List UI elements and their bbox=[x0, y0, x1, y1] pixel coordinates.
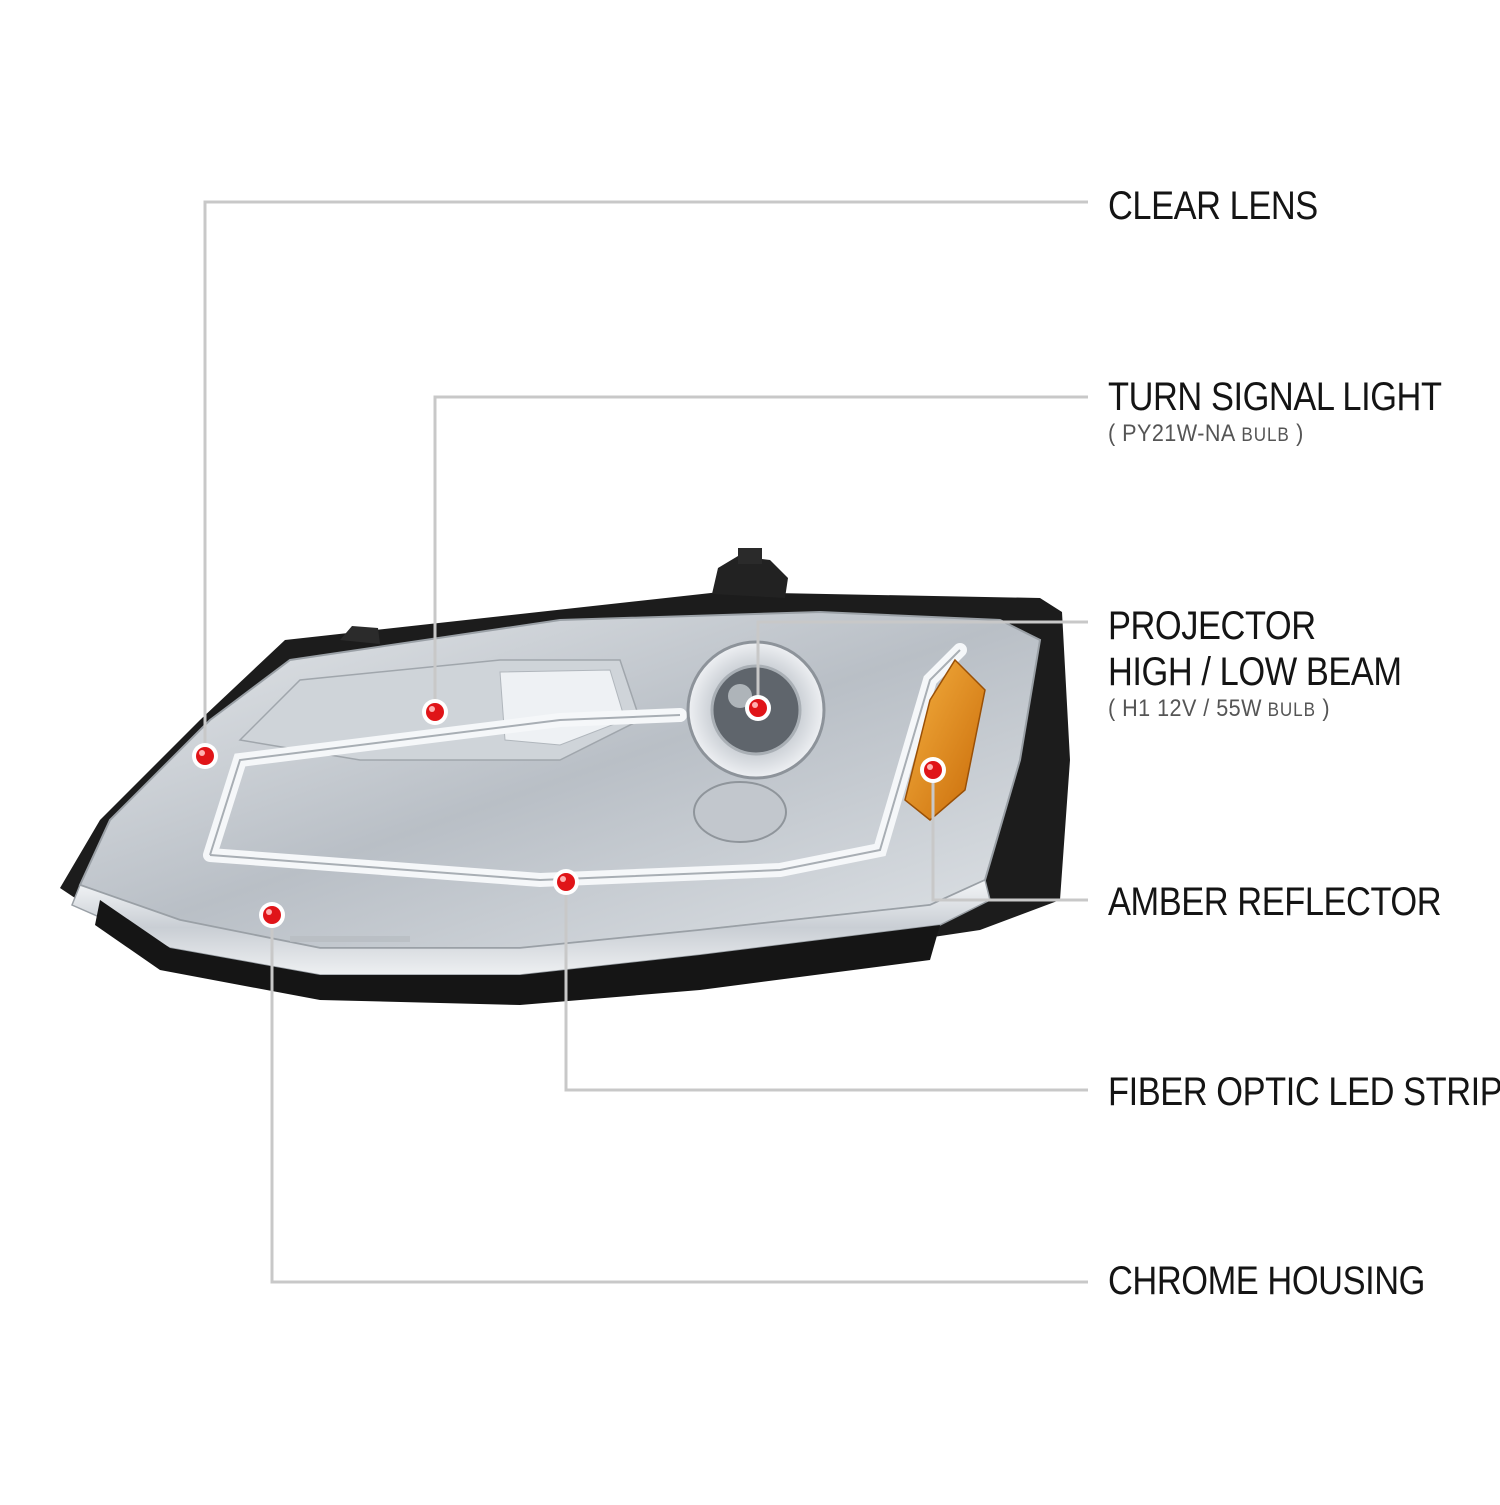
clear-lens-title: CLEAR LENS bbox=[1108, 184, 1318, 228]
label-amber-reflector: AMBER REFLECTOR bbox=[1108, 879, 1495, 925]
label-turn-signal: TURN SIGNAL LIGHT ( PY21W-NA BULB ) bbox=[1108, 374, 1496, 450]
projector-title-1: PROJECTOR bbox=[1108, 604, 1316, 648]
clear-lens-leader-line bbox=[203, 200, 1088, 756]
bulb-close: ) bbox=[1289, 420, 1304, 447]
turn-signal-dot bbox=[426, 703, 444, 721]
bulb-open: ( bbox=[1108, 420, 1123, 447]
turn-signal-dot-highlight bbox=[429, 706, 435, 712]
lower-reflector bbox=[693, 781, 787, 843]
chrome-housing-leader-line bbox=[270, 915, 1088, 1284]
label-fiber-optic: FIBER OPTIC LED STRIP bbox=[1108, 1069, 1500, 1115]
label-projector: PROJECTOR HIGH / LOW BEAM ( H1 12V / 55W… bbox=[1108, 603, 1449, 725]
chrome-housing-title: CHROME HOUSING bbox=[1108, 1259, 1425, 1303]
amber-reflector-leader-line bbox=[931, 770, 1088, 902]
lower-fins bbox=[95, 900, 940, 1005]
fiber-optic-title: FIBER OPTIC LED STRIP bbox=[1108, 1070, 1500, 1114]
turn-signal-title: TURN SIGNAL LIGHT bbox=[1108, 375, 1442, 419]
projector-dot bbox=[749, 699, 767, 717]
mounting-tab-left bbox=[340, 626, 380, 644]
projector-bulb: ( H1 12V / 55W BULB ) bbox=[1108, 695, 1415, 725]
bulb-word: BULB bbox=[1261, 700, 1316, 721]
fiber-optic-leader-line bbox=[564, 882, 1088, 1092]
amber-reflector-title: AMBER REFLECTOR bbox=[1108, 880, 1442, 924]
fiber-optic-dot-highlight bbox=[560, 876, 566, 882]
bulb-code: PY21W-NA bbox=[1122, 420, 1236, 447]
amber-reflector-dot bbox=[924, 761, 942, 779]
clear-lens-dot bbox=[196, 747, 214, 765]
chrome-housing-dot-highlight bbox=[266, 909, 272, 915]
clear-lens-dot-highlight bbox=[199, 750, 205, 756]
bulb-open: ( bbox=[1108, 695, 1123, 722]
chrome-housing-dot bbox=[263, 906, 281, 924]
turn-signal-bulb: ( PY21W-NA BULB ) bbox=[1108, 420, 1457, 450]
label-chrome-housing: CHROME HOUSING bbox=[1108, 1258, 1477, 1304]
fiber-optic-dot bbox=[557, 873, 575, 891]
bulb-word: BULB bbox=[1235, 425, 1290, 446]
mounting-post bbox=[738, 548, 762, 564]
bulb-close: ) bbox=[1315, 695, 1331, 722]
projector-title-2: HIGH / LOW BEAM bbox=[1108, 650, 1402, 694]
turn-signal-leader-line bbox=[433, 395, 1088, 712]
mounting-tab bbox=[712, 556, 788, 598]
label-clear-lens: CLEAR LENS bbox=[1108, 183, 1352, 229]
projector-leader-line bbox=[756, 620, 1088, 708]
amber-reflector-dot-highlight bbox=[927, 764, 933, 770]
bulb-code: H1 12V / 55W bbox=[1122, 695, 1262, 722]
projector-dot-highlight bbox=[752, 702, 758, 708]
